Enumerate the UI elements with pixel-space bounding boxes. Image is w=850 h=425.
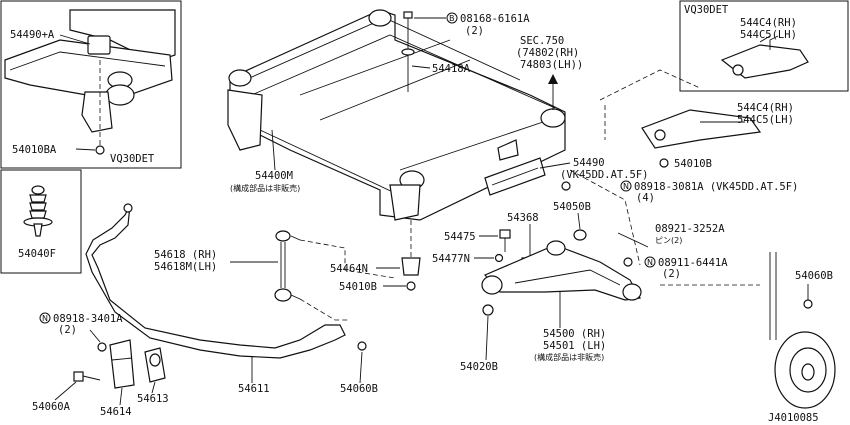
label-54010ba: 54010BA xyxy=(12,144,57,156)
label-sec750: SEC.750 xyxy=(520,35,564,47)
bolt-symbol-icon xyxy=(446,12,458,24)
nut-symbol-icon-1 xyxy=(620,180,632,192)
nut-54010b-center-icon xyxy=(406,281,416,291)
nut-54060b-bottom-icon xyxy=(357,341,367,351)
dash-guide-1 xyxy=(599,69,701,101)
bushing-54050b-icon xyxy=(573,229,587,241)
nut-54060b-right-icon xyxy=(803,299,813,309)
label-54400m-note: (構成部品は非販売) xyxy=(230,183,300,193)
label-vq30det-right: VQ30DET xyxy=(684,4,729,16)
inset-top-left-drawing xyxy=(4,9,176,155)
label-54477n: 54477N xyxy=(432,253,470,265)
label-54400m: 54400M xyxy=(255,170,293,182)
label-vq30det-left: VQ30DET xyxy=(110,153,155,165)
label-544c4-inset: 544C4(RH) xyxy=(740,17,797,29)
nut-symbol-icon-2 xyxy=(644,256,656,268)
label-54050b: 54050B xyxy=(553,201,591,213)
arrow-up-icon xyxy=(548,74,558,84)
label-54618: 54618 (RH) xyxy=(154,249,217,261)
subframe-54400m xyxy=(227,9,566,221)
dash-guide-4 xyxy=(299,239,396,279)
label-08918-3081a-qty: (4) xyxy=(636,192,655,204)
label-08918-3401a-qty: (2) xyxy=(58,324,77,336)
nut-08911-6441a-icon xyxy=(623,257,633,267)
label-08918-3401a: 08918-3401A xyxy=(53,313,123,325)
clip-54040f-icon xyxy=(23,185,53,237)
label-sec-rh: (74802(RH) xyxy=(516,47,579,59)
dash-guide-3 xyxy=(569,169,641,266)
label-544c5: 544C5(LH) xyxy=(737,114,794,126)
label-54613: 54613 xyxy=(137,393,169,405)
label-54490a: 54490+A xyxy=(10,29,55,41)
label-pin-note: ピン(2) xyxy=(655,236,682,245)
bushing-54613-icon xyxy=(144,347,166,383)
label-54614: 54614 xyxy=(100,406,132,418)
dash-guide-5 xyxy=(299,298,350,321)
nut-prefix-3: N xyxy=(42,314,48,323)
bracket-544c4-icon xyxy=(641,109,762,149)
lower-arm-54500-icon xyxy=(481,240,642,316)
washer-54477n-icon xyxy=(494,253,504,263)
label-08168-6161a: 08168-6161A xyxy=(460,13,530,25)
label-54418a: 54418A xyxy=(432,63,471,75)
label-54010b-right: 54010B xyxy=(674,158,712,170)
stabilizer-bar-54611-icon xyxy=(85,203,346,359)
nut-08918-3401a-icon xyxy=(97,342,107,352)
stabilizer-link-54618-icon xyxy=(274,230,301,302)
label-54060b-bottom: 54060B xyxy=(340,383,378,395)
label-54500-note: (構成部品は非販売) xyxy=(534,352,604,362)
bracket-inset-icon xyxy=(720,35,809,79)
clamp-54614-icon xyxy=(109,339,135,389)
inset-top-right-frame xyxy=(679,0,849,92)
label-54618m: 54618M(LH) xyxy=(154,261,217,273)
label-08918-3081a: 08918-3081A (VK45DD.AT.5F) xyxy=(634,181,798,193)
label-54500: 54500 (RH) xyxy=(543,328,606,340)
label-08911-6441a: 08911-6441A xyxy=(658,257,728,269)
nut-symbol-icon-3 xyxy=(39,312,51,324)
nut-08918-3081a-icon xyxy=(561,181,571,191)
bolt-prefix: B xyxy=(449,14,455,23)
label-08921-3252a: 08921-3252A xyxy=(655,223,725,235)
label-54464n: 54464N xyxy=(330,263,368,275)
label-54490-note: (VK45DD.AT.5F) xyxy=(560,169,649,181)
label-08911-qty: (2) xyxy=(662,268,681,280)
label-08168-qty: (2) xyxy=(465,25,484,37)
label-544c4: 544C4(RH) xyxy=(737,102,794,114)
inset-top-left-frame xyxy=(0,0,182,169)
label-54010b-center: 54010B xyxy=(339,281,377,293)
label-54020b: 54020B xyxy=(460,361,498,373)
label-sec-lh: 74803(LH)) xyxy=(520,59,583,71)
nut-prefix-2: N xyxy=(647,258,653,267)
drawing-id: J4010085 xyxy=(768,412,819,424)
label-54501: 54501 (LH) xyxy=(543,340,606,352)
nut-54010b-right-icon xyxy=(659,158,669,168)
pin-icon xyxy=(617,232,649,248)
label-54475: 54475 xyxy=(444,231,476,243)
bolt-54475-icon xyxy=(499,229,511,252)
insulator-54464n-icon xyxy=(401,257,421,276)
bolt-54418a-icon xyxy=(401,11,415,92)
bolt-54060a-icon xyxy=(73,371,101,382)
label-54040f: 54040F xyxy=(18,248,56,260)
label-54368: 54368 xyxy=(507,212,539,224)
nut-prefix-1: N xyxy=(623,182,629,191)
hub-disc-icon xyxy=(769,252,836,409)
label-54490: 54490 xyxy=(573,157,605,169)
label-544c5-inset: 544C5(LH) xyxy=(740,29,797,41)
label-54060a: 54060A xyxy=(32,401,71,413)
label-54611: 54611 xyxy=(238,383,270,395)
inset-bottom-left-frame xyxy=(0,169,82,274)
label-54060b-right: 54060B xyxy=(795,270,833,282)
